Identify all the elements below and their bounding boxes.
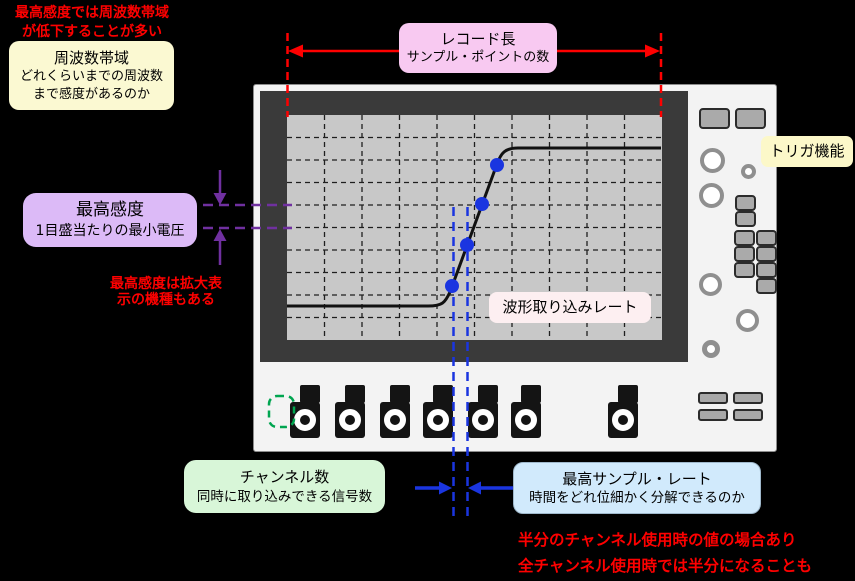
aux-connector xyxy=(608,385,638,438)
connector-tab xyxy=(300,385,320,403)
sensitivity-note: 最高感度は拡大表 示の機種もある xyxy=(98,276,234,308)
connector-tab xyxy=(433,385,453,403)
channel-connector-1 xyxy=(290,385,320,438)
bandwidth-title: 周波数帯域 xyxy=(53,48,129,67)
trigger-label: トリガ機能 xyxy=(769,142,845,161)
sample-interval-arrowheads xyxy=(439,481,481,495)
panel-knob-large-1 xyxy=(700,148,725,173)
connector-tab xyxy=(478,385,498,403)
channels-subtitle: 同時に取り込みできる信号数 xyxy=(196,488,373,505)
connector-tab xyxy=(345,385,365,403)
warning-line-2: が低下することが多い xyxy=(22,24,162,40)
connector-tab xyxy=(618,385,638,403)
panel-bar-button-3 xyxy=(698,409,728,421)
panel-button-5 xyxy=(734,230,755,246)
channel-connector-4 xyxy=(423,385,453,438)
sample-rate-note-line-2: 全チャンネル使用時では半分になることも xyxy=(518,557,813,575)
panel-button-1 xyxy=(699,108,730,129)
bnc-ring-icon xyxy=(339,409,361,431)
max-sample-rate-callout: 最高サンプル・レート 時間をどれ位細かく分解できるのか xyxy=(513,462,761,514)
bnc-ring-icon xyxy=(515,409,537,431)
waveform-capture-rate-callout: 波形取り込みレート xyxy=(489,292,651,323)
panel-button-7 xyxy=(734,246,755,262)
panel-button-2 xyxy=(735,108,766,129)
bandwidth-desc-1: どれくらいまでの周波数 xyxy=(19,69,163,85)
panel-button-11 xyxy=(756,278,777,294)
channels-title: チャンネル数 xyxy=(239,468,330,487)
channel-connector-2 xyxy=(335,385,365,438)
record-length-subtitle: サンプル・ポイントの数 xyxy=(406,50,550,66)
panel-button-9 xyxy=(734,262,755,278)
panel-knob-medium-1 xyxy=(699,273,722,296)
panel-knob-medium-2 xyxy=(736,309,759,332)
channel-connector-3 xyxy=(380,385,410,438)
max-sample-rate-title: 最高サンプル・レート xyxy=(562,469,712,488)
panel-bar-button-4 xyxy=(733,409,763,421)
max-sample-rate-subtitle: 時間をどれ位細かく分解できるのか xyxy=(529,490,745,507)
sensitivity-arrowheads xyxy=(213,193,227,241)
bandwidth-warning-note: 最高感度では周波数帯域 が低下することが多い xyxy=(6,4,178,42)
panel-knob-small-1 xyxy=(741,164,756,179)
panel-bar-button-1 xyxy=(698,392,728,404)
connector-tab xyxy=(390,385,410,403)
panel-button-10 xyxy=(756,262,777,278)
panel-button-8 xyxy=(756,246,777,262)
sensitivity-subtitle: 1目盛当たりの最小電圧 xyxy=(35,223,185,240)
channel-connector-6 xyxy=(511,385,541,438)
bandwidth-callout: 周波数帯域 どれくらいまでの周波数 まで感度があるのか xyxy=(9,41,174,110)
sample-rate-note-line-1: 半分のチャンネル使用時の値の場合あり xyxy=(518,531,797,549)
sensitivity-note-line-2: 示の機種もある xyxy=(117,292,215,308)
bnc-ring-icon xyxy=(612,409,634,431)
channel-connector-5 xyxy=(468,385,498,438)
record-length-callout: レコード長 サンプル・ポイントの数 xyxy=(399,23,557,73)
panel-knob-small-2 xyxy=(702,340,720,358)
sensitivity-title: 最高感度 xyxy=(76,200,144,221)
warning-line-1: 最高感度では周波数帯域 xyxy=(15,5,169,21)
channels-callout: チャンネル数 同時に取り込みできる信号数 xyxy=(184,460,385,513)
bandwidth-desc-2: まで感度があるのか xyxy=(32,86,150,102)
connector-tab xyxy=(521,385,541,403)
panel-button-3 xyxy=(735,195,756,211)
panel-button-4 xyxy=(735,211,756,227)
bnc-ring-icon xyxy=(472,409,494,431)
sensitivity-note-line-1: 最高感度は拡大表 xyxy=(110,276,222,292)
bnc-ring-icon xyxy=(384,409,406,431)
bnc-ring-icon xyxy=(294,409,316,431)
panel-bar-button-2 xyxy=(733,392,763,404)
panel-button-6 xyxy=(756,230,777,246)
panel-knob-large-2 xyxy=(699,183,724,208)
sample-rate-note: 半分のチャンネル使用時の値の場合あり 全チャンネル使用時では半分になることも xyxy=(518,527,855,579)
sensitivity-callout: 最高感度 1目盛当たりの最小電圧 xyxy=(23,193,197,247)
waveform-capture-rate-label: 波形取り込みレート xyxy=(502,298,638,317)
bnc-ring-icon xyxy=(427,409,449,431)
record-length-title: レコード長 xyxy=(440,30,516,49)
trigger-callout: トリガ機能 xyxy=(761,136,853,167)
